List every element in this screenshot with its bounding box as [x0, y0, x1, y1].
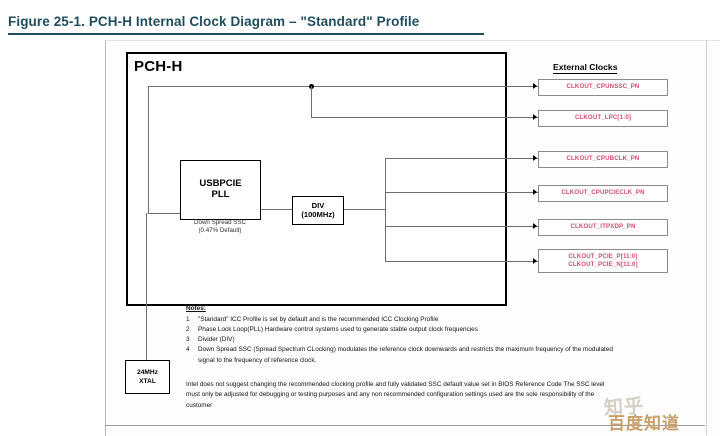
usbpcie-pll-block: USBPCIE PLL	[180, 160, 261, 220]
note-item-1: 1 "Standard" ICC Profile is set by defau…	[186, 315, 626, 325]
wire-fanout-cpupcieclk	[385, 192, 538, 193]
divider-line2: (100MHz)	[301, 209, 335, 219]
pch-h-label: PCH-H	[134, 58, 183, 75]
wire-div-to-fanout	[342, 209, 385, 210]
watermark-baidu-zhidao: 百度知道	[608, 414, 680, 433]
note-number-3: 3	[186, 336, 190, 344]
wire-pll-input	[148, 213, 181, 214]
clock-box-cpubclk: CLKOUT_CPUBCLK_PN	[538, 151, 668, 168]
arrow-cpubclk	[533, 155, 537, 161]
arrow-pcie	[533, 258, 537, 264]
note-number-1: 1	[186, 316, 190, 324]
clock-box-cpunssc: CLKOUT_CPUNSSC_PN	[538, 79, 668, 96]
usbpcie-pll-line1: USBPCIE	[199, 178, 242, 190]
wire-pll-to-div	[259, 209, 293, 210]
external-clocks-header: External Clocks	[553, 62, 618, 74]
clock-label-cpunssc: CLKOUT_CPUNSSC_PN	[566, 83, 640, 91]
arrow-cpunssc	[533, 83, 537, 89]
clock-box-lpc: CLKOUT_LPC[1:0]	[538, 110, 668, 127]
note-number-2: 2	[186, 326, 190, 334]
arrow-cpupcieclk	[533, 189, 537, 195]
divider-block: DIV (100MHz)	[292, 196, 344, 225]
wire-lpc-branch-horizontal	[311, 117, 538, 118]
note-text-2: Phase Lock Loop(PLL) Hardware control sy…	[198, 326, 478, 334]
ssc-note-line2: (0.47% Default)	[198, 227, 242, 235]
note-text-4: Down Spread SSC (Spread Spectrum CLockin…	[198, 346, 613, 364]
wire-left-spine	[148, 86, 149, 214]
figure-title: Figure 25-1. PCH-H Internal Clock Diagra…	[8, 14, 420, 29]
clock-box-itpxdp: CLKOUT_ITPXDP_PN	[538, 219, 668, 236]
divider-line1: DIV	[311, 200, 325, 210]
note-item-3: 3 Divider (DIV)	[186, 335, 626, 345]
notes-section: Notes: 1 "Standard" ICC Profile is set b…	[186, 304, 626, 366]
ssc-note: Down Spread SSC (0.47% Default)	[176, 219, 264, 236]
wire-xtal-vertical	[146, 213, 147, 360]
note-number-4: 4	[186, 346, 190, 354]
clock-label-cpupcieclk: CLKOUT_CPUPCIECLK_PN	[561, 189, 645, 197]
clock-box-pcie: CLKOUT_PCIE_P[11:0] CLKOUT_PCIE_N[11:0]	[538, 249, 668, 273]
clock-label-pcie-n: CLKOUT_PCIE_N[11:0]	[568, 261, 638, 268]
wire-fanout-spine	[385, 158, 386, 261]
wire-fanout-pcie	[385, 261, 538, 262]
notes-heading: Notes:	[186, 305, 206, 312]
xtal-line2: XTAL	[139, 378, 156, 385]
note-item-4: 4 Down Spread SSC (Spread Spectrum CLock…	[186, 345, 626, 365]
clock-label-itpxdp: CLKOUT_ITPXDP_PN	[570, 223, 636, 231]
clock-box-cpupcieclk: CLKOUT_CPUPCIECLK_PN	[538, 185, 668, 202]
title-underline	[8, 33, 484, 35]
note-text-3: Divider (DIV)	[198, 336, 235, 344]
wire-lpc-branch-vertical	[311, 86, 312, 118]
note-text-1: "Standard" ICC Profile is set by default…	[198, 316, 439, 324]
page-bottom-rule	[105, 425, 705, 426]
clock-label-pcie-p: CLKOUT_PCIE_P[11:0]	[568, 252, 638, 260]
arrow-lpc	[533, 114, 537, 120]
note-item-2: 2 Phase Lock Loop(PLL) Hardware control …	[186, 325, 626, 335]
xtal-block: 24MHz XTAL	[125, 360, 170, 394]
arrow-itpxdp	[533, 223, 537, 229]
usbpcie-pll-line2: PLL	[211, 189, 230, 200]
notes-paragraph: Intel does not suggest changing the reco…	[186, 381, 605, 409]
canvas-right-edge	[706, 40, 707, 435]
clock-label-cpubclk: CLKOUT_CPUBCLK_PN	[566, 155, 640, 163]
wire-top-bus	[148, 86, 538, 87]
clock-label-lpc: CLKOUT_LPC[1:0]	[574, 114, 632, 122]
ssc-note-line1: Down Spread SSC	[194, 219, 246, 226]
wire-fanout-cpubclk	[385, 158, 538, 159]
xtal-line1: 24MHz	[137, 368, 158, 376]
wire-fanout-itpxdp	[385, 226, 538, 227]
